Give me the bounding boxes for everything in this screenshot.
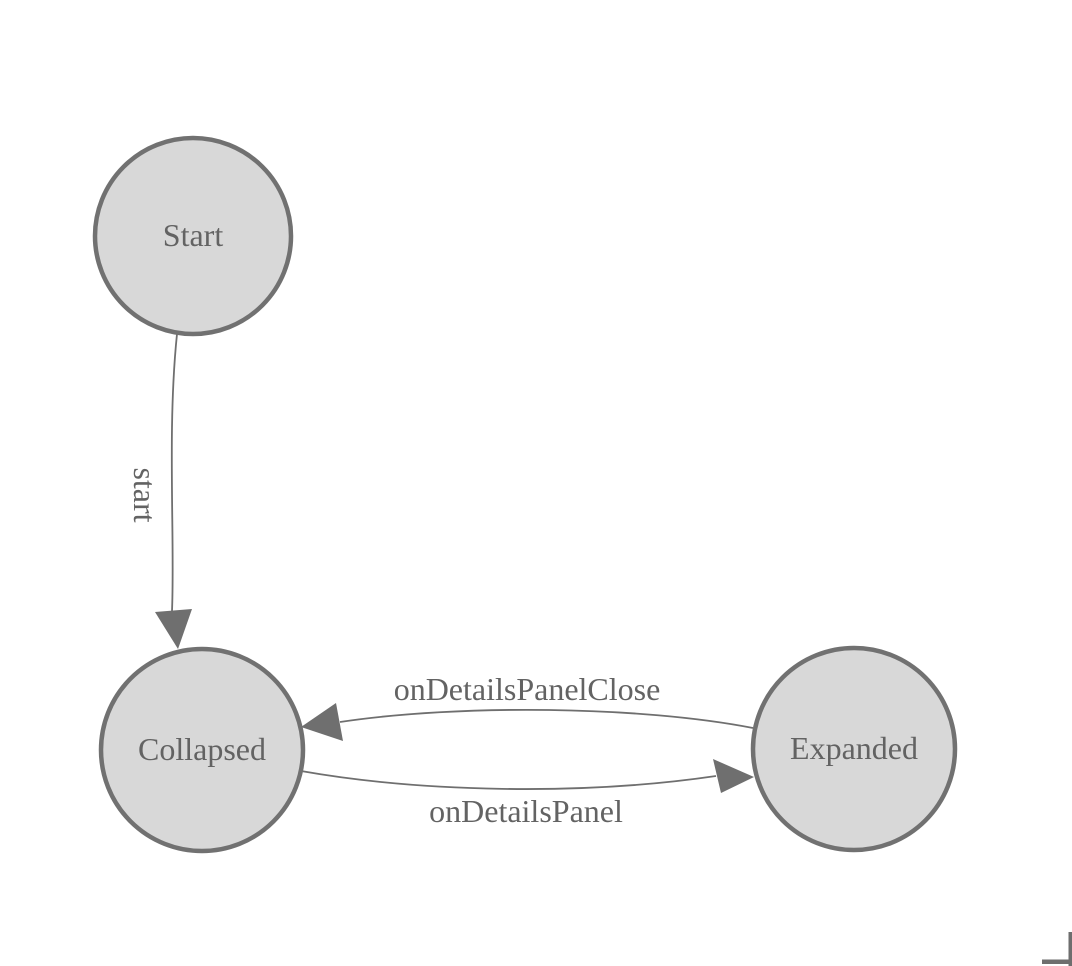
node-start-label: Start <box>163 217 224 253</box>
edge-on-details-panel-arrowhead-icon <box>713 759 754 793</box>
edge-start-transition-label: start <box>127 467 163 522</box>
node-expanded-circle[interactable] <box>750 645 958 853</box>
edge-on-details-panel[interactable]: onDetailsPanel <box>300 759 754 829</box>
edge-on-details-panel-path[interactable] <box>300 770 717 790</box>
edge-on-details-panel-close-arrowhead-icon <box>301 703 343 741</box>
edge-on-details-panel-close-path[interactable] <box>339 708 754 729</box>
canvas-corner-border <box>1042 932 1072 966</box>
node-collapsed-label: Collapsed <box>138 731 266 767</box>
node-start[interactable]: Start <box>92 135 294 337</box>
canvas-corner-border-vertical <box>1068 932 1072 966</box>
edge-start-transition-path[interactable] <box>170 333 178 612</box>
node-expanded[interactable]: Expanded <box>750 645 958 853</box>
edge-start-transition-arrowhead-icon <box>155 609 192 649</box>
canvas-corner-border-horizontal <box>1042 959 1072 964</box>
node-collapsed[interactable]: Collapsed <box>98 646 306 854</box>
edge-start-transition[interactable]: start <box>127 333 192 649</box>
node-expanded-label: Expanded <box>790 730 918 766</box>
node-collapsed-circle[interactable] <box>98 646 306 854</box>
edge-on-details-panel-close[interactable]: onDetailsPanelClose <box>301 671 754 741</box>
edge-on-details-panel-close-label: onDetailsPanelClose <box>394 671 661 707</box>
node-start-circle[interactable] <box>92 135 294 337</box>
edge-on-details-panel-label: onDetailsPanel <box>429 793 623 829</box>
